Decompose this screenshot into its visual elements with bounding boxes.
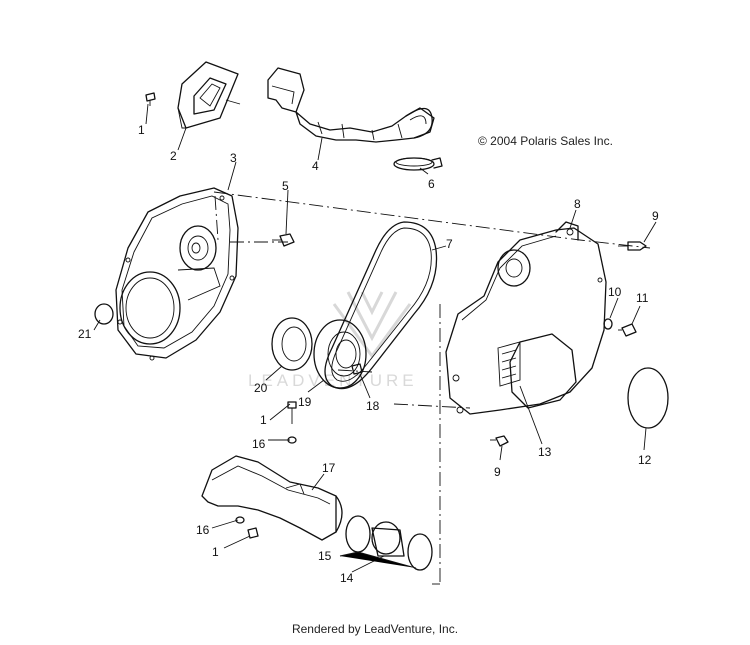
callout-10: 10 [608,285,622,299]
callout-16-lower: 16 [196,523,210,537]
callout-2: 2 [170,149,177,163]
callout-3: 3 [230,151,237,165]
copyright-notice: © 2004 Polaris Sales Inc. [478,134,613,148]
callout-19: 19 [298,395,312,409]
callout-11: 11 [636,291,649,305]
callout-4: 4 [312,159,319,173]
callout-13: 13 [538,445,552,459]
callout-15: 15 [318,549,332,563]
boot-part-2 [177,61,241,129]
washer-part-16-lower [235,516,245,524]
callout-5: 5 [282,179,289,193]
watermark-text: LEADVENTURE [248,371,418,390]
callout-18: 18 [366,399,380,413]
callout-16-upper: 16 [252,437,266,451]
bolt-part-1-lower-upper [287,401,297,424]
duct-part-17 [201,455,343,541]
clamp-part-6 [393,157,443,171]
callout-9-lower: 9 [494,465,501,479]
bolt-part-1-lower [247,527,259,539]
duct-part-4 [267,67,435,143]
screw-part-1 [145,92,156,106]
callout-7: 7 [446,237,453,251]
callout-17: 17 [322,461,336,475]
leader-lines [93,103,657,573]
screw-part-9-upper [618,241,647,251]
callout-1-middle: 1 [260,413,267,427]
plug-part-11 [618,323,637,337]
callout-21: 21 [78,327,92,341]
bolt-part-5 [272,233,295,247]
callout-1-bottom: 1 [212,545,219,559]
callout-1-top: 1 [138,123,145,137]
drive-belt-part-7 [324,221,438,390]
outer-cover-part-8 [445,221,607,415]
clamp-part-15-b [407,533,433,571]
callout-9-upper: 9 [652,209,659,223]
callout-14: 14 [340,571,354,585]
screw-part-18 [351,363,363,375]
callout-6: 6 [428,177,435,191]
seal-part-20 [271,317,313,371]
gasket-part-12 [627,367,669,429]
clamp-part-15-a [345,515,371,553]
callout-20: 20 [254,381,268,395]
washer-part-10 [603,318,613,330]
o-ring-part-21 [94,303,114,325]
callout-8: 8 [574,197,581,211]
plate-part-19 [313,319,367,389]
callout-labels: 1 2 3 4 5 6 7 8 9 10 11 12 13 9 14 15 16… [78,123,659,585]
inner-cover-part-3 [115,187,239,361]
callout-12: 12 [638,453,652,467]
render-credit-footer: Rendered by LeadVenture, Inc. [291,622,459,636]
boot-part-14 [371,521,405,557]
screw-part-9-lower [490,435,509,447]
reference-lines [213,191,651,585]
